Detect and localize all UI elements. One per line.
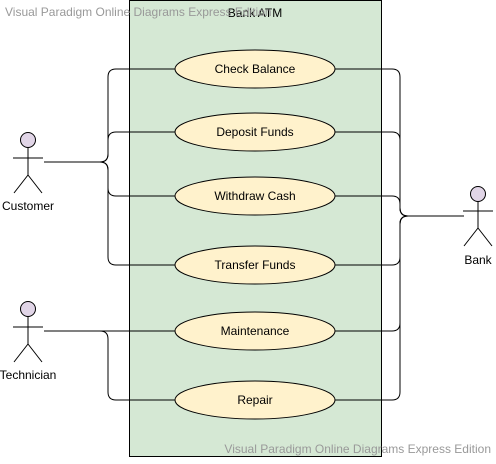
actor-technician-head bbox=[20, 301, 36, 317]
use-case-maintenance-label: Maintenance bbox=[221, 324, 290, 338]
watermark-top: Visual Paradigm Online Diagrams Express … bbox=[5, 5, 272, 19]
actor-customer-label: Customer bbox=[2, 199, 54, 213]
use-case-withdraw-cash[interactable]: Withdraw Cash bbox=[174, 176, 336, 216]
actor-customer-body bbox=[13, 147, 43, 194]
use-case-transfer-funds-label: Transfer Funds bbox=[215, 258, 296, 272]
actor-bank-body bbox=[463, 201, 493, 247]
bank-connectors bbox=[335, 68, 464, 401]
technician-connectors bbox=[44, 330, 175, 401]
actor-bank-head bbox=[470, 186, 486, 202]
system-title: Bank ATM bbox=[228, 6, 282, 20]
link-customer-deposit-funds bbox=[44, 131, 175, 163]
actor-bank-label: Bank bbox=[464, 253, 492, 267]
use-case-check-balance[interactable]: Check Balance bbox=[174, 49, 336, 89]
use-case-transfer-funds[interactable]: Transfer Funds bbox=[174, 245, 336, 285]
watermark-bottom: Visual Paradigm Online Diagrams Express … bbox=[224, 442, 491, 456]
link-technician-repair bbox=[44, 330, 175, 401]
use-case-deposit-funds-label: Deposit Funds bbox=[216, 125, 293, 139]
actor-customer[interactable] bbox=[13, 132, 43, 194]
actor-technician[interactable] bbox=[13, 301, 43, 363]
customer-connectors bbox=[44, 68, 175, 266]
use-case-deposit-funds[interactable]: Deposit Funds bbox=[174, 112, 336, 152]
use-case-repair[interactable]: Repair bbox=[174, 380, 336, 420]
actor-customer-head bbox=[20, 132, 36, 148]
link-customer-transfer-funds bbox=[44, 161, 175, 266]
use-case-check-balance-label: Check Balance bbox=[215, 62, 296, 76]
use-case-withdraw-cash-label: Withdraw Cash bbox=[214, 189, 295, 203]
link-withdraw-cash-bank bbox=[335, 195, 464, 217]
use-case-maintenance[interactable]: Maintenance bbox=[174, 311, 336, 351]
use-case-repair-label: Repair bbox=[237, 393, 272, 407]
actor-bank[interactable] bbox=[463, 186, 493, 247]
actor-technician-body bbox=[13, 316, 43, 363]
link-repair-bank bbox=[335, 215, 464, 401]
actor-technician-label: Technician bbox=[0, 368, 56, 382]
